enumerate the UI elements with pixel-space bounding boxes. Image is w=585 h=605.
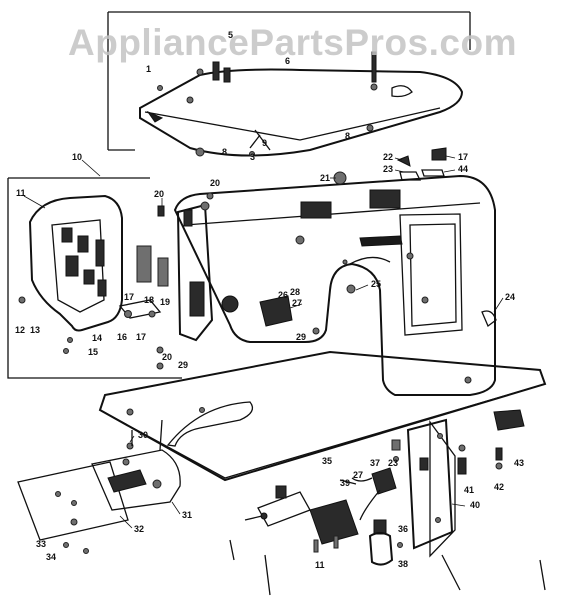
part-label: 28 xyxy=(290,287,300,297)
part-label: 33 xyxy=(36,539,46,549)
part-label: 36 xyxy=(398,524,408,534)
part-label: 20 xyxy=(210,178,220,188)
part-label: 18 xyxy=(144,295,154,305)
leader-lines xyxy=(229,539,546,596)
part-label: 16 xyxy=(117,332,127,342)
top-cover-plate xyxy=(139,68,464,157)
part-label: 19 xyxy=(160,297,170,307)
part-label: 34 xyxy=(46,552,56,562)
part-label: 17 xyxy=(458,152,468,162)
part-label: 5 xyxy=(228,30,233,40)
part-label: 17 xyxy=(136,332,146,342)
part-label: 10 xyxy=(72,152,82,162)
part-label: 43 xyxy=(514,458,524,468)
part-label: 11 xyxy=(315,560,325,570)
part-label: 25 xyxy=(371,279,381,289)
part-label: 23 xyxy=(388,458,398,468)
part-label: 20 xyxy=(154,189,164,199)
part-label: 6 xyxy=(285,56,290,66)
part-label: 20 xyxy=(162,352,172,362)
plates-group xyxy=(17,419,181,554)
part-label: 32 xyxy=(134,524,144,534)
base-board xyxy=(98,350,547,482)
part-label: 11 xyxy=(16,188,26,198)
slide-plate xyxy=(91,449,181,511)
part-label: 15 xyxy=(88,347,98,357)
part-label: 27 xyxy=(353,470,363,480)
part-label: 17 xyxy=(124,292,134,302)
part-label: 41 xyxy=(464,485,474,495)
part-label: 29 xyxy=(178,360,188,370)
part-label: 8 xyxy=(222,147,227,157)
top-cover-group xyxy=(107,11,471,157)
part-label: 14 xyxy=(92,333,102,343)
machine-head xyxy=(157,147,497,396)
part-label: 37 xyxy=(370,458,380,468)
label-leaders xyxy=(23,155,504,529)
part-label: 1 xyxy=(146,64,151,74)
part-label: 35 xyxy=(322,456,332,466)
part-labels: 1 3 5 6 8 8 9 10 11 11 12 13 14 15 16 17… xyxy=(15,30,524,570)
part-label: 21 xyxy=(320,173,330,183)
part-label: 31 xyxy=(182,510,192,520)
part-label: 44 xyxy=(458,164,468,174)
part-label: 3 xyxy=(250,152,255,162)
part-label: 39 xyxy=(340,478,350,488)
part-label: 26 xyxy=(278,290,288,300)
part-label: 13 xyxy=(30,325,40,335)
part-label: 23 xyxy=(383,164,393,174)
faceplate-group xyxy=(7,177,182,379)
part-label: 12 xyxy=(15,325,25,335)
part-label: 9 xyxy=(262,138,267,148)
power-panel xyxy=(406,418,454,550)
part-label: 40 xyxy=(470,500,480,510)
part-label: 24 xyxy=(505,292,515,302)
part-label: 8 xyxy=(345,131,350,141)
faceplate xyxy=(28,194,123,332)
part-label: 42 xyxy=(494,482,504,492)
part-label: 29 xyxy=(296,332,306,342)
part-label: 22 xyxy=(383,152,393,162)
electrical-group xyxy=(244,409,525,566)
part-label: 30 xyxy=(138,430,148,440)
part-label: 38 xyxy=(398,559,408,569)
part-label: 27 xyxy=(292,298,302,308)
